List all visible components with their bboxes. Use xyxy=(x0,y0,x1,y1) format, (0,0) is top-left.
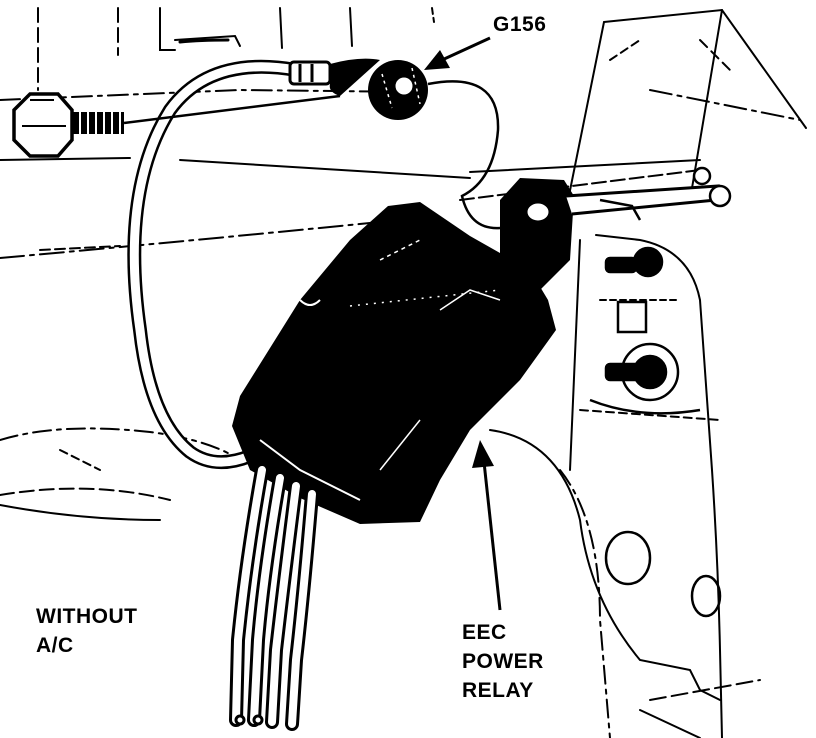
variant-label: WITHOUT A/C xyxy=(36,602,137,660)
relay-bracket xyxy=(500,166,732,290)
variant-label-line-2: A/C xyxy=(36,634,74,657)
g156-leader-arrow xyxy=(424,36,491,70)
bolt xyxy=(12,92,341,158)
panel-studs xyxy=(589,246,722,618)
relay-leader-arrow xyxy=(472,440,502,611)
ground-terminal xyxy=(288,58,428,120)
ground-wire xyxy=(127,59,303,470)
body-panel-lines xyxy=(0,7,807,738)
component-label-line-3: RELAY xyxy=(462,679,534,702)
ground-lead xyxy=(427,80,501,230)
eec-power-relay-body xyxy=(232,202,556,524)
component-label-line-2: POWER xyxy=(462,650,544,673)
component-label-line-1: EEC xyxy=(462,621,507,644)
ground-label: G156 xyxy=(493,13,547,36)
component-label: EEC POWER RELAY xyxy=(462,618,544,705)
relay-harness xyxy=(229,463,319,731)
variant-label-line-1: WITHOUT xyxy=(36,605,138,628)
